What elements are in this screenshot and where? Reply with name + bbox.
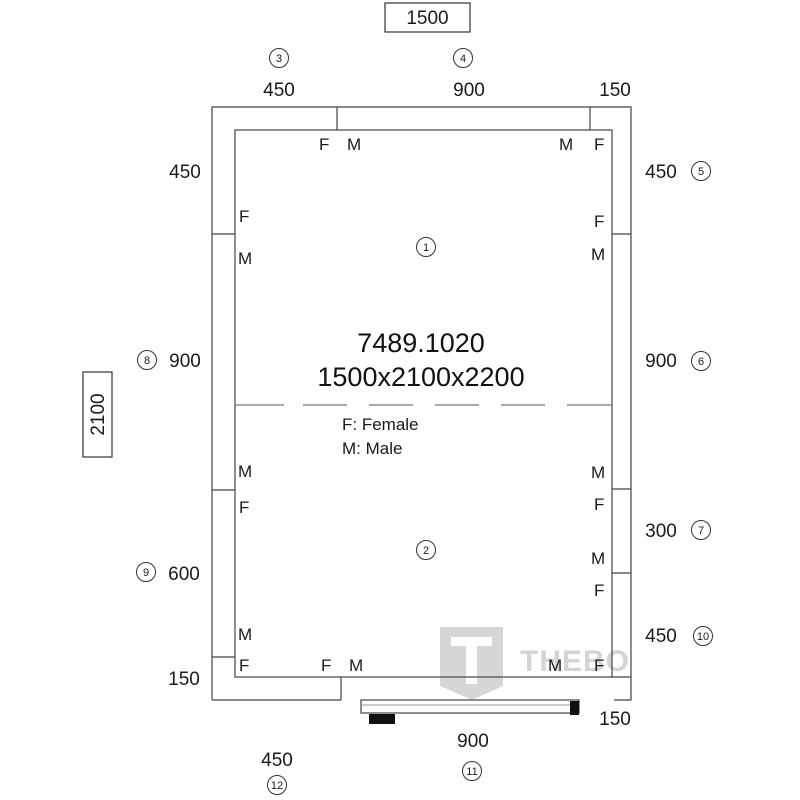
door	[360, 699, 580, 724]
panel-4-circle	[453, 48, 473, 68]
marker-female: F	[594, 495, 604, 514]
panel-1-number: 1	[423, 242, 429, 254]
marker-male: M	[591, 463, 605, 482]
panel-2-circle	[416, 540, 436, 560]
panel-7-number: 7	[698, 525, 704, 537]
panel-7-circle	[691, 520, 711, 540]
panel-7-size: 300	[645, 521, 677, 542]
panel-10-circle	[693, 626, 713, 646]
panel-9-size: 600	[168, 564, 200, 585]
marker-female: F	[594, 212, 604, 231]
marker-female: F	[594, 581, 604, 600]
panel-3-number: 3	[276, 53, 282, 65]
panel-9-number: 9	[143, 567, 149, 579]
marker-female: F	[594, 656, 604, 675]
door-handle-right	[570, 701, 579, 715]
marker-female: F	[239, 207, 249, 226]
panel-8-size: 900	[169, 351, 201, 372]
panel-5-circle	[691, 161, 711, 181]
panel-6-size: 900	[645, 351, 677, 372]
panel-11-size: 900	[457, 731, 489, 752]
corner-left-bottom: 150	[168, 669, 200, 690]
marker-male: M	[238, 625, 252, 644]
connector-markers: F M M F F M F M M F M F M F M F F M M F	[238, 135, 605, 675]
panel-8-number: 8	[144, 355, 150, 367]
corner-left-top: 450	[169, 162, 201, 183]
marker-male: M	[238, 462, 252, 481]
panel-2-number: 2	[423, 545, 429, 557]
marker-male: M	[591, 549, 605, 568]
logo-text: THEBO	[520, 645, 630, 678]
marker-female: F	[594, 135, 604, 154]
door-handle-left	[369, 714, 395, 724]
model-code: 7489.1020	[357, 328, 485, 358]
marker-male: M	[591, 245, 605, 264]
inner-room	[234, 129, 613, 678]
legend-male: M: Male	[342, 439, 402, 458]
panel-12-circle	[267, 775, 287, 795]
thebo-logo: THEBO	[440, 627, 630, 700]
marker-female: F	[239, 498, 249, 517]
marker-male: M	[349, 656, 363, 675]
marker-male: M	[559, 135, 573, 154]
corner-bottom-right: 150	[599, 709, 631, 730]
panel-1-circle	[416, 237, 436, 257]
panel-5-number: 5	[698, 166, 704, 178]
panel-4-size: 900	[453, 80, 485, 101]
panel-6-number: 6	[698, 356, 704, 368]
marker-female: F	[239, 656, 249, 675]
legend-female: F: Female	[342, 415, 419, 434]
panel-4-number: 4	[460, 53, 466, 65]
overall-depth: 2100	[88, 393, 109, 435]
panel-10-number: 10	[697, 631, 709, 643]
overall-width-box	[384, 2, 471, 33]
marker-female: F	[321, 656, 331, 675]
panel-12-number: 12	[271, 780, 283, 792]
marker-male: M	[238, 249, 252, 268]
marker-male: M	[548, 656, 562, 675]
panel-11-number: 11	[466, 766, 477, 778]
panel-11-circle	[462, 761, 482, 781]
panel-3-circle	[269, 48, 289, 68]
panel-8-circle	[137, 350, 157, 370]
panel-9-circle	[136, 562, 156, 582]
panel-3-size: 450	[263, 80, 295, 101]
corner-top-right: 150	[599, 80, 631, 101]
panel-12-size: 450	[261, 750, 293, 771]
marker-female: F	[319, 135, 329, 154]
overall-depth-box	[82, 371, 113, 458]
overall-width: 1500	[406, 8, 448, 29]
marker-male: M	[347, 135, 361, 154]
panel-6-circle	[691, 351, 711, 371]
model-size: 1500x2100x2200	[317, 362, 524, 392]
panel-10-size: 450	[645, 626, 677, 647]
outer-walls	[211, 106, 632, 701]
panel-5-size: 450	[645, 162, 677, 183]
